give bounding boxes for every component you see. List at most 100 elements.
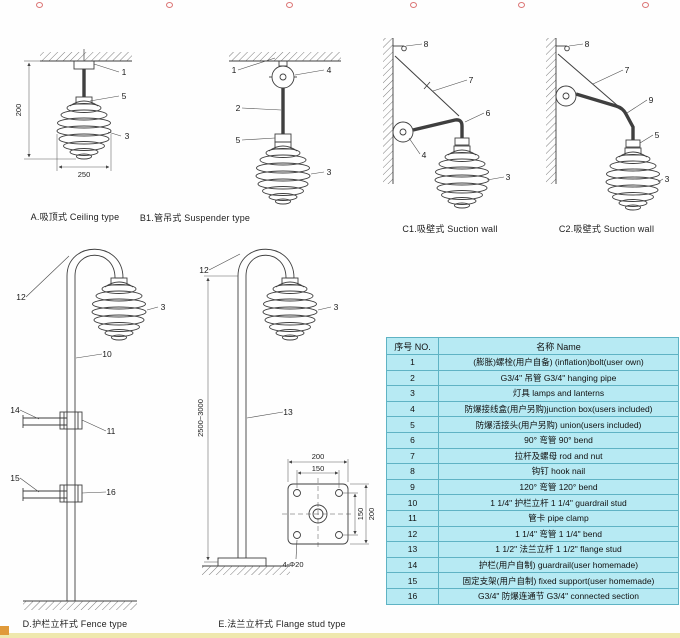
registration-mark	[518, 2, 525, 8]
lamp-icon	[434, 145, 490, 209]
cell-name: 固定支架(用户自制) fixed support(user homemade)	[438, 572, 679, 589]
caption-suction-wall-c2: C2.吸壁式 Suction wall	[558, 224, 655, 234]
flange-plate	[217, 557, 267, 567]
dim-width: 250	[78, 170, 91, 179]
parts-table: 序号 NO. 名称 Name 1(膨胀)螺栓(用户自备) (inflation)…	[386, 337, 679, 605]
callout-union: 5	[236, 135, 241, 145]
caption-suction-wall-c1: C1.吸壁式 Suction wall	[402, 224, 498, 234]
dim-inner-width: 150	[312, 464, 325, 473]
scan-corner-mark	[0, 626, 9, 635]
cell-no: 12	[386, 525, 439, 543]
callout-bolt: 1	[232, 65, 237, 75]
cell-no: 10	[386, 494, 439, 511]
leader-lines	[89, 63, 122, 137]
mount-stub	[278, 60, 288, 67]
cell-no: 13	[386, 541, 439, 558]
support-rod	[557, 53, 619, 107]
cell-name: G3/4" 吊管 G3/4" hanging pipe	[438, 369, 679, 387]
leader-lines	[208, 253, 332, 560]
cell-no: 9	[386, 478, 439, 496]
callout-hook-nail: 8	[585, 39, 590, 49]
figure-e-structure	[202, 248, 318, 575]
callout-lamp: 3	[327, 167, 332, 177]
callout-flange-stud: 13	[283, 407, 293, 417]
callout-120-bend: 9	[649, 95, 654, 105]
scan-edge-strip	[0, 633, 680, 638]
callout-rod: 7	[469, 75, 474, 85]
cell-no: 15	[386, 572, 439, 589]
lamp-icon	[255, 141, 311, 205]
callout-bend: 12	[16, 292, 26, 302]
cell-no: 11	[386, 509, 439, 527]
callout-fixed-support: 15	[10, 473, 20, 483]
caption-fence-type: D.护栏立杆式 Fence type	[22, 619, 128, 629]
cell-name: 拉杆及螺母 rod and nut	[438, 447, 679, 465]
figure-b1-suspender-drawing: 1 4 2 5 3	[229, 52, 341, 205]
cell-name: 护栏(用户自制) guardrail(user homemade)	[438, 556, 679, 574]
callout-lamp: 3	[665, 174, 670, 184]
cell-name: 钩钉 hook nail	[438, 463, 679, 480]
cell-no: 2	[386, 369, 439, 387]
leader-lines	[568, 43, 664, 183]
dim-pole-height: 2500~3000	[196, 399, 205, 437]
cell-no: 7	[386, 447, 439, 465]
figure-b1-structure	[229, 52, 341, 205]
callout-hook-nail: 8	[424, 39, 429, 49]
wall-hatch	[383, 38, 393, 184]
pole-dimension	[204, 275, 238, 563]
figure-c2-suction-wall-drawing: 8 7 9 5 3	[546, 38, 670, 211]
bend-pipe	[412, 118, 464, 138]
cell-no: 5	[386, 416, 439, 433]
lamp-icon	[605, 147, 661, 211]
cell-no: 4	[386, 400, 439, 418]
figure-c2-structure	[546, 38, 661, 211]
cell-name: G3/4" 防爆连通节 G3/4" connected section	[438, 587, 679, 605]
cell-name: 管卡 pipe clamp	[438, 509, 679, 527]
cell-name: 防爆接线盒(用户另购)junction box(users included)	[438, 400, 679, 418]
ceiling-hatch	[40, 52, 132, 61]
leader-lines	[405, 43, 505, 181]
lamp-icon	[262, 277, 318, 341]
cell-name: 1 1/4" 弯管 1 1/4" bend	[438, 525, 679, 543]
ceiling-hatch	[229, 52, 341, 61]
callout-junction-box: 4	[327, 65, 332, 75]
callout-lamp: 3	[334, 302, 339, 312]
union-fitting	[625, 139, 641, 148]
caption-flange-type: E.法兰立杆式 Flange stud type	[218, 619, 346, 629]
callout-junction-box: 4	[422, 150, 427, 160]
header-name: 名称 Name	[438, 337, 679, 355]
cell-no: 14	[386, 556, 439, 574]
bend-pipe	[575, 92, 635, 140]
figure-d-fence-drawing: 12 3 10 14 11 15 16	[10, 248, 166, 610]
registration-mark	[410, 2, 417, 8]
cell-name: 120° 弯管 120° bend	[438, 478, 679, 496]
registration-mark	[286, 2, 293, 8]
figure-c1-suction-wall-drawing: 8 7 6 4 3	[383, 38, 511, 209]
header-no: 序号 NO.	[386, 337, 439, 355]
flange-detail	[282, 478, 354, 550]
leader-lines	[237, 57, 325, 175]
cell-no: 1	[386, 354, 439, 371]
lamp-icon	[91, 277, 147, 341]
union-fitting	[274, 133, 292, 143]
guardrail-pole	[66, 248, 124, 601]
mount-cap	[73, 60, 95, 70]
callout-pipe-clamp: 11	[107, 426, 116, 436]
figure-d-structure	[22, 248, 147, 610]
cell-name: 1 1/4" 护栏立杆 1 1/4" guardrail stud	[438, 494, 679, 511]
cell-no: 16	[386, 587, 439, 605]
cell-name: (膨胀)螺栓(用户自备) (inflation)bolt(user own)	[438, 354, 679, 371]
callout-guardrail: 14	[10, 405, 20, 415]
figure-e-flange-drawing: 2500~3000 12 3 13 200 15	[196, 248, 375, 575]
dim-height: 200	[14, 104, 23, 117]
